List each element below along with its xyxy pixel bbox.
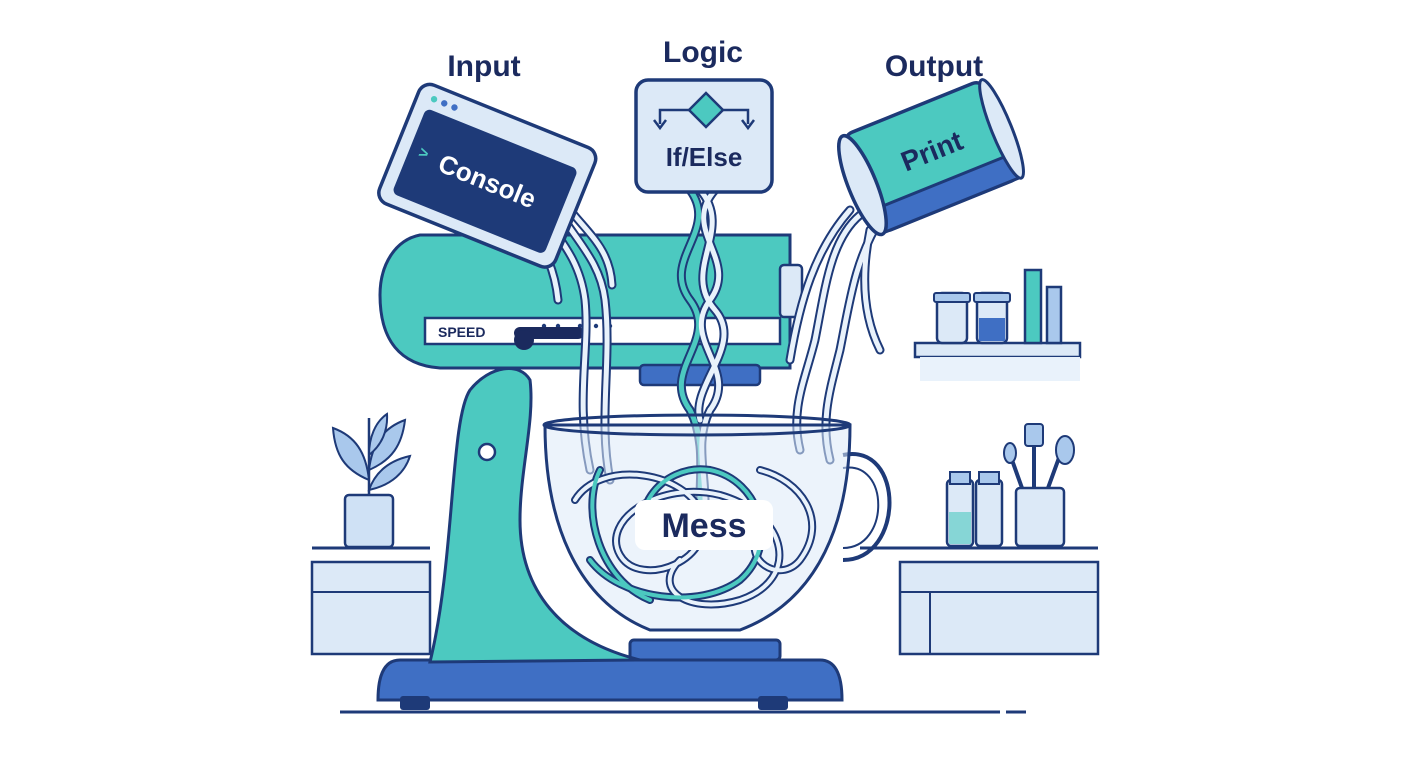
mixer-base: [376, 658, 844, 702]
shelf: [913, 341, 1082, 381]
plant-icon: [331, 412, 412, 549]
bottles: [945, 471, 1004, 548]
kitchen-background: [310, 268, 1100, 714]
mixing-bowl: Mess: [542, 413, 852, 632]
console-window: > Console: [377, 82, 598, 269]
input-label: Input: [447, 50, 520, 83]
mess-label: Mess: [661, 507, 746, 545]
jars-icon: [933, 268, 1063, 345]
mess-label-box: [635, 500, 773, 550]
if-else-box: If/Else: [634, 78, 774, 194]
left-counter: [310, 546, 432, 656]
output-label: Output: [885, 50, 983, 83]
speed-label: SPEED: [438, 324, 485, 340]
bowl-back: [842, 452, 892, 562]
logic-label: Logic: [663, 36, 743, 69]
right-counter: [860, 546, 1100, 656]
diamond-decision-icon: [653, 91, 755, 131]
if-else-label: If/Else: [666, 142, 743, 172]
speed-lever: [514, 327, 584, 350]
window-dots-icon: [430, 96, 458, 111]
mixer-body: [428, 367, 641, 664]
print-can: Print: [837, 78, 1025, 237]
utensils-icon: [1003, 423, 1075, 548]
